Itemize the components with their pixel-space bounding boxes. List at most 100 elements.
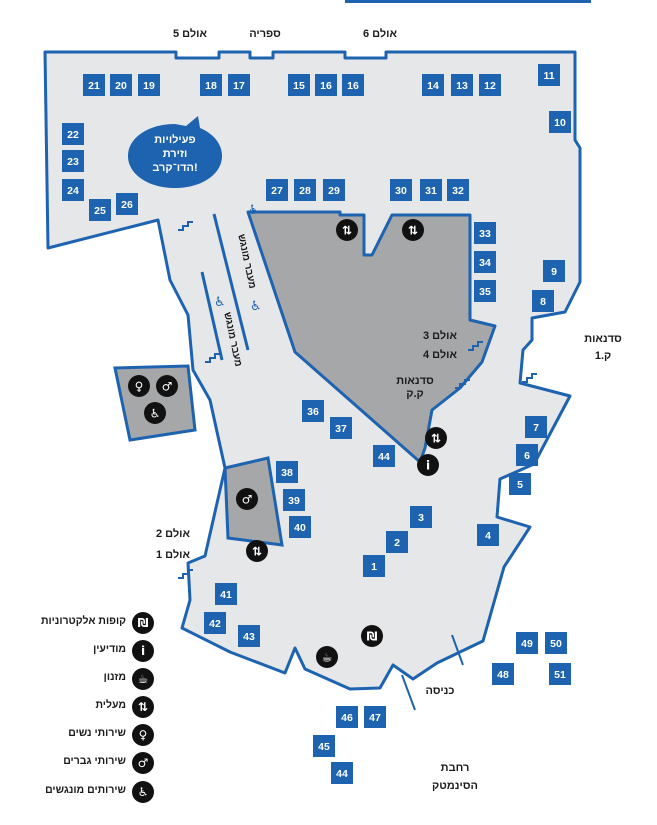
- booth[interactable]: 18: [200, 74, 222, 96]
- booth[interactable]: 37: [330, 417, 352, 439]
- booth-box: [116, 193, 138, 215]
- booth[interactable]: 51: [549, 663, 571, 685]
- booth[interactable]: 38: [276, 461, 298, 483]
- booth-number: 38: [281, 467, 293, 479]
- booth[interactable]: 17: [228, 74, 250, 96]
- legend-label: קופות אלקטרוניות: [40, 615, 126, 627]
- booth[interactable]: 50: [545, 632, 567, 654]
- booth[interactable]: 16: [315, 74, 337, 96]
- booth-number: 20: [115, 80, 127, 92]
- accessible-restroom-icon: ♿: [132, 781, 154, 803]
- elevator-icon[interactable]: ⇅: [425, 427, 447, 449]
- mens-restroom-icon[interactable]: ♂: [156, 375, 178, 397]
- booth[interactable]: 21: [83, 74, 105, 96]
- floor-area: [43, 50, 582, 691]
- booth-number: 14: [427, 80, 439, 92]
- elevator-icon[interactable]: ⇅: [402, 219, 424, 241]
- mens-restroom-icon[interactable]: ♂: [236, 488, 258, 510]
- booth[interactable]: 35: [474, 280, 496, 302]
- booth[interactable]: 40: [289, 516, 311, 538]
- icon-disc: [246, 540, 268, 562]
- booth-number: 36: [307, 406, 319, 418]
- booth[interactable]: 29: [323, 179, 345, 201]
- booth-box: [538, 64, 560, 86]
- booth[interactable]: 45: [313, 735, 335, 757]
- booth[interactable]: 34: [474, 251, 496, 273]
- booth-box: [516, 632, 538, 654]
- booth-box: [422, 74, 444, 96]
- booth[interactable]: 41: [215, 583, 237, 605]
- booth-number: 19: [143, 80, 155, 92]
- booth-number: 40: [294, 522, 306, 534]
- booth-number: 34: [479, 257, 491, 269]
- right-workshops-label: סדנאות: [584, 333, 622, 345]
- booth[interactable]: 16: [342, 74, 364, 96]
- booth-box: [315, 74, 337, 96]
- info-icon[interactable]: i: [417, 454, 439, 476]
- booth[interactable]: 26: [116, 193, 138, 215]
- booth[interactable]: 8: [532, 290, 554, 312]
- booth[interactable]: 30: [390, 179, 412, 201]
- booth[interactable]: 42: [204, 612, 226, 634]
- booth[interactable]: 43: [238, 625, 260, 647]
- booth[interactable]: 32: [447, 179, 469, 201]
- booth[interactable]: 6: [516, 444, 538, 466]
- booth-box: [447, 179, 469, 201]
- ticket-box-icon[interactable]: ₪: [361, 625, 383, 647]
- booth[interactable]: 5: [509, 473, 531, 495]
- booth-number: 12: [484, 80, 496, 92]
- booth[interactable]: 31: [420, 179, 442, 201]
- hall-1-label: אולם 1: [156, 548, 190, 561]
- booth[interactable]: 7: [525, 416, 547, 438]
- elevator-icon[interactable]: ⇅: [336, 219, 358, 241]
- accessible-restroom-icon[interactable]: ♿: [144, 402, 166, 424]
- legend-item: ₪קופות אלקטרוניות: [0, 612, 154, 634]
- booth[interactable]: 25: [89, 199, 111, 221]
- icon-glyph: ⇅: [431, 432, 441, 446]
- booth[interactable]: 15: [288, 74, 310, 96]
- booth-number: 25: [94, 205, 106, 217]
- booth[interactable]: 39: [283, 489, 305, 511]
- booth-box: [83, 74, 105, 96]
- booth[interactable]: 14: [422, 74, 444, 96]
- booth[interactable]: 20: [110, 74, 132, 96]
- booth-box: [289, 516, 311, 538]
- booth[interactable]: 11: [538, 64, 560, 86]
- booth[interactable]: 33: [474, 222, 496, 244]
- legend-label: שירותי גברים: [63, 755, 126, 767]
- booth[interactable]: 47: [364, 706, 386, 728]
- booth[interactable]: 10: [549, 111, 571, 133]
- booth[interactable]: 3: [410, 506, 432, 528]
- booth[interactable]: 1: [363, 555, 385, 577]
- booth[interactable]: 12: [479, 74, 501, 96]
- booth-number: 50: [550, 638, 562, 650]
- booth[interactable]: 44: [331, 762, 353, 784]
- booth[interactable]: 44: [373, 445, 395, 467]
- booth[interactable]: 28: [294, 179, 316, 201]
- booth-number: 23: [67, 156, 79, 168]
- booth[interactable]: 19: [138, 74, 160, 96]
- booth[interactable]: 2: [386, 531, 408, 553]
- womens-restroom-icon[interactable]: ♀: [128, 375, 150, 397]
- booth[interactable]: 48: [492, 663, 514, 685]
- buffet-icon[interactable]: ☕: [316, 646, 338, 668]
- booth-box: [477, 524, 499, 546]
- activities-bubble: פעילויות וזירת הדו־קרב!: [128, 116, 222, 188]
- icon-disc: [156, 375, 178, 397]
- elevator-icon[interactable]: ⇅: [246, 540, 268, 562]
- booth[interactable]: 9: [543, 260, 565, 282]
- booth-box: [390, 179, 412, 201]
- booth[interactable]: 13: [451, 74, 473, 96]
- booth[interactable]: 46: [336, 706, 358, 728]
- booth-box: [474, 280, 496, 302]
- booth[interactable]: 4: [477, 524, 499, 546]
- booth[interactable]: 36: [302, 400, 324, 422]
- booth[interactable]: 27: [266, 179, 288, 201]
- booth[interactable]: 23: [62, 150, 84, 172]
- booth[interactable]: 22: [62, 123, 84, 145]
- booth[interactable]: 24: [62, 179, 84, 201]
- booth[interactable]: 49: [516, 632, 538, 654]
- icon-glyph: ☕: [322, 651, 333, 665]
- booth-box: [62, 150, 84, 172]
